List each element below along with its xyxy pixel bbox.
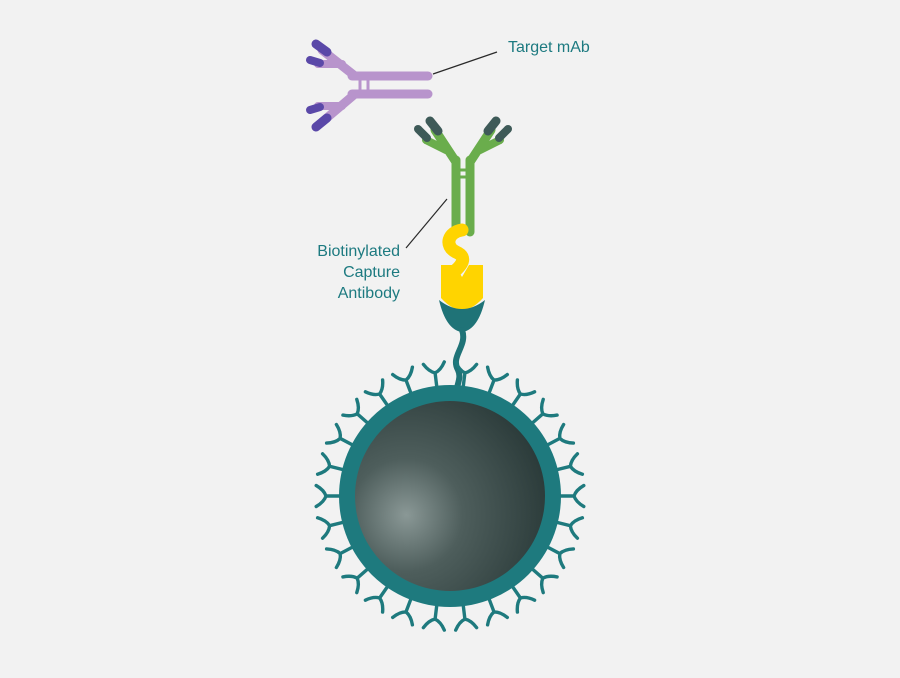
bead-ligand-icon — [324, 542, 360, 570]
capture-antibody-label-line-1: Biotinylated — [317, 243, 400, 260]
bead-ligand-icon — [324, 422, 360, 450]
bead-ligand-icon — [391, 365, 415, 401]
target-mab-icon — [306, 39, 433, 132]
bead-ligand-icon — [526, 563, 559, 595]
capture-antibody-leader-line — [405, 198, 448, 249]
bead-ligand-icon — [549, 516, 585, 540]
bead-ligand-icon — [549, 452, 585, 476]
bead-ligand-icon — [526, 397, 559, 429]
bead-ligand-icon — [507, 579, 537, 614]
bead-ligand-icon — [540, 422, 576, 450]
bead-ligand-icon — [341, 563, 374, 595]
bead-ligand-icon — [314, 483, 348, 509]
bead-ligand-icon — [421, 360, 446, 395]
bead-ligand-icon — [341, 397, 374, 429]
bead-ligand-icon — [391, 591, 415, 627]
bead-ligand-icon — [454, 597, 479, 632]
capture-antibody-label-line-3: Antibody — [337, 285, 400, 302]
bead-ligand-icon — [315, 452, 351, 476]
capture-antibody-label-line-2: Capture — [343, 264, 400, 281]
biotin-streptavidin-icon — [441, 223, 483, 310]
bead-surface-ligands — [314, 360, 586, 632]
bead-ligand-icon — [315, 516, 351, 540]
capture-antibody-label: Biotinylated Capture Antibody — [270, 241, 400, 304]
magnetic-bead-icon — [339, 385, 561, 607]
bead-ligand-icon — [454, 360, 479, 395]
bead-ligand-icon — [540, 542, 576, 570]
target-mab-leader-line — [432, 51, 498, 75]
target-mab-label: Target mAb — [508, 39, 590, 56]
bead-ligand-icon — [485, 365, 509, 401]
capture-antibody-icon — [414, 116, 512, 237]
bead-ligand-icon — [421, 597, 446, 632]
linker-icon — [439, 300, 485, 397]
bead-ligand-icon — [552, 483, 586, 509]
bead-ligand-icon — [363, 579, 393, 614]
bead-ligand-icon — [507, 378, 537, 413]
bead-ligand-icon — [485, 591, 509, 627]
bead-ligand-icon — [363, 378, 393, 413]
